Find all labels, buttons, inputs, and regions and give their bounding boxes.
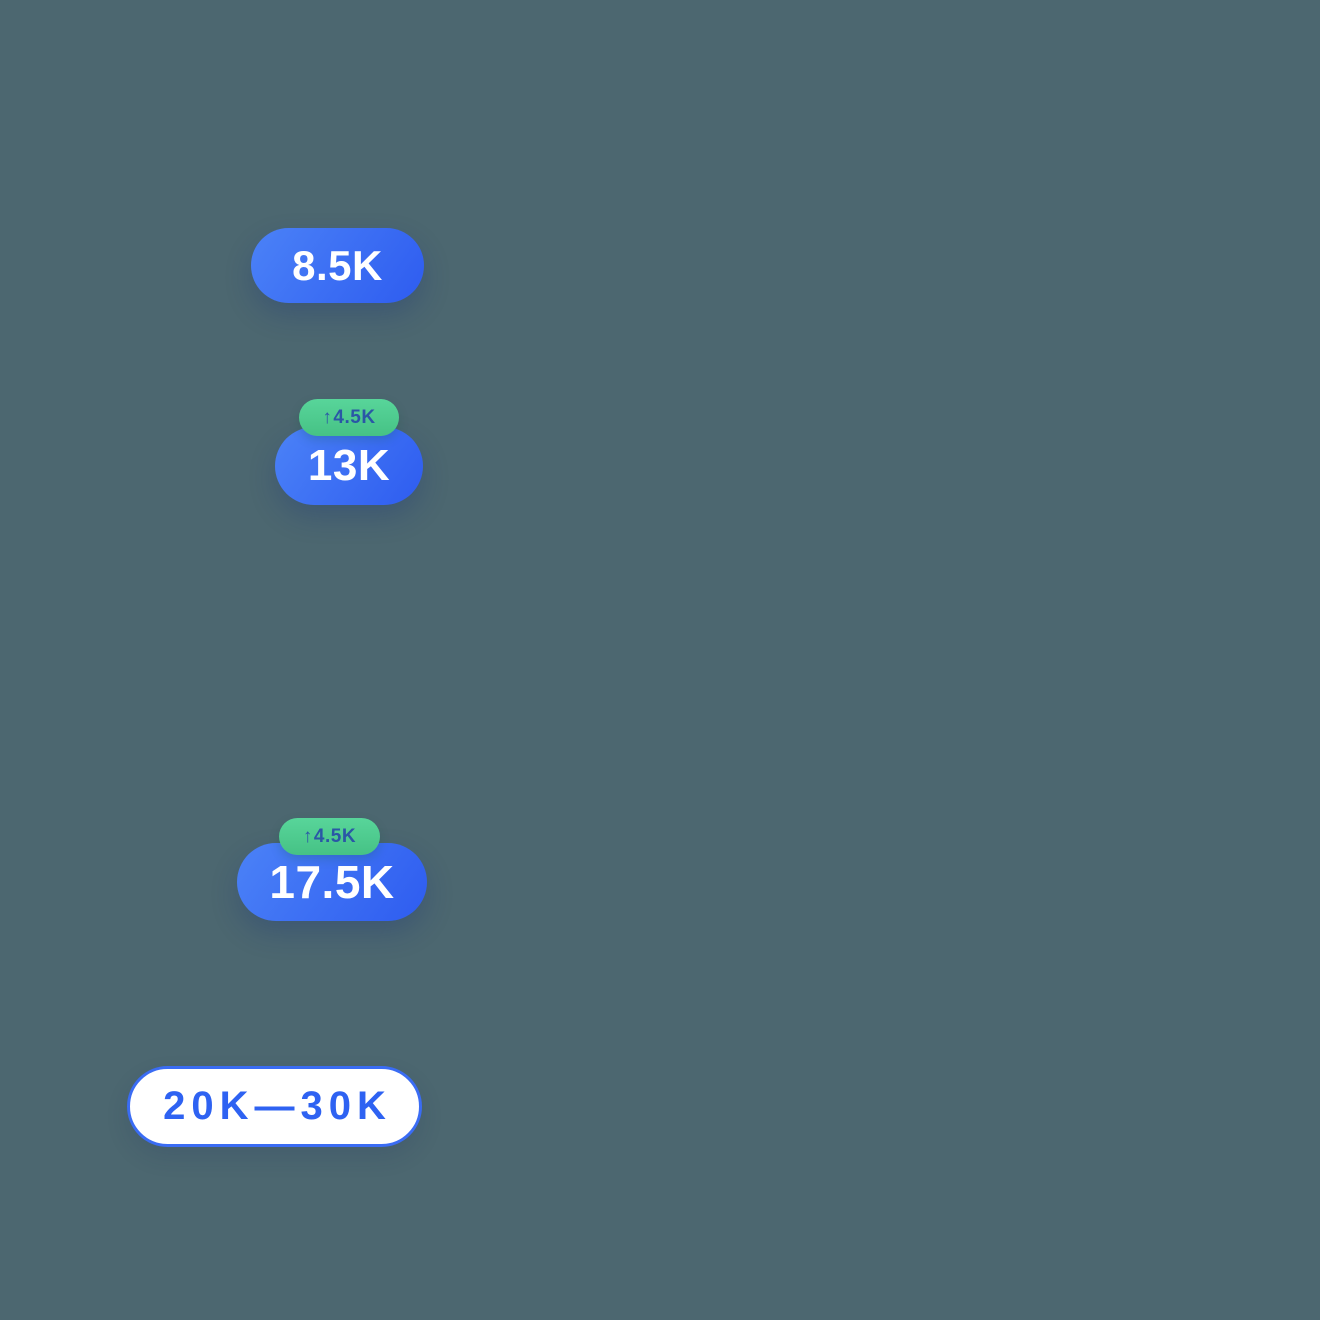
up-arrow-icon: ↑ (302, 825, 313, 847)
range-pill-20k-30k[interactable]: 20K—30K (127, 1066, 422, 1147)
delta-badge-13k: ↑ 4.5K (299, 399, 399, 436)
range-pill-label: 20K—30K (163, 1084, 392, 1128)
delta-badge-17-5k: ↑ 4.5K (279, 818, 380, 855)
value-pill-label: 8.5K (292, 241, 383, 289)
value-pill-13k[interactable]: 13K (275, 427, 423, 505)
value-pill-label: 13K (307, 441, 391, 490)
value-pill-8-5k[interactable]: 8.5K (251, 228, 424, 303)
up-arrow-icon: ↑ (322, 406, 333, 428)
value-pill-label: 17.5K (269, 856, 395, 908)
delta-badge-label: 4.5K (333, 406, 376, 428)
value-pill-17-5k[interactable]: 17.5K (237, 843, 427, 921)
delta-badge-label: 4.5K (313, 825, 357, 847)
